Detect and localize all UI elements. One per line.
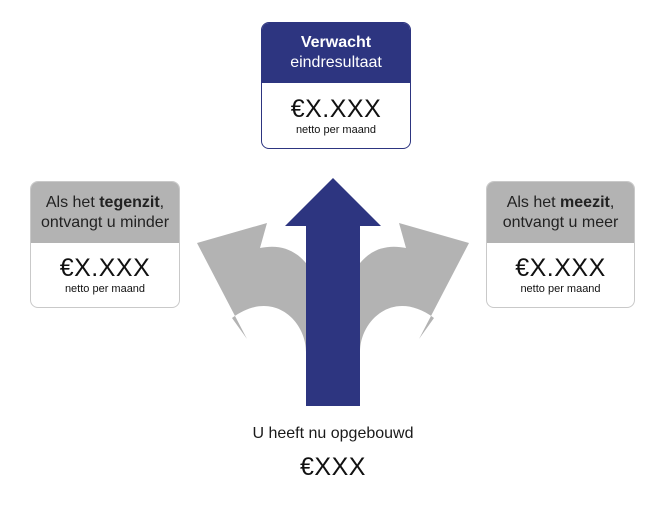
- upside-header: Als het meezit, ontvangt u meer: [487, 182, 634, 243]
- center-arrow: [285, 178, 381, 406]
- upside-line1: Als het meezit,: [507, 193, 615, 213]
- downside-line1-post: ,: [159, 193, 165, 211]
- left-branch-arrow: [197, 223, 340, 406]
- upside-amount: €X.XXX: [515, 254, 606, 282]
- expected-result-header: Verwacht eindresultaat: [262, 23, 410, 83]
- expected-amount: €X.XXX: [290, 94, 382, 123]
- downside-card: Als het tegenzit, ontvangt u minder €X.X…: [30, 181, 180, 308]
- expected-result-body: €X.XXX netto per maand: [262, 83, 410, 148]
- downside-line1-bold: tegenzit: [99, 193, 160, 211]
- expected-title-bold: Verwacht: [300, 34, 372, 51]
- upside-card: Als het meezit, ontvangt u meer €X.XXX n…: [486, 181, 635, 308]
- upside-amount-sub: netto per maand: [520, 283, 601, 295]
- upside-body: €X.XXX netto per maand: [487, 243, 634, 307]
- current-label: U heeft nu opgebouwd: [252, 425, 414, 442]
- downside-header: Als het tegenzit, ontvangt u minder: [31, 182, 179, 243]
- upside-line1-post: ,: [609, 193, 615, 211]
- downside-line1: Als het tegenzit,: [46, 193, 164, 213]
- right-branch-arrow: [326, 223, 469, 406]
- downside-amount: €X.XXX: [59, 254, 151, 282]
- expected-amount-sub: netto per maand: [295, 123, 377, 136]
- expected-result-card: Verwacht eindresultaat €X.XXX netto per …: [261, 22, 411, 149]
- downside-line1-pre: Als het: [45, 193, 100, 211]
- downside-line2: ontvangt u minder: [40, 213, 170, 231]
- upside-line1-bold: meezit: [560, 193, 610, 211]
- upside-line1-pre: Als het: [506, 193, 561, 211]
- current-amount: €XXX: [300, 453, 366, 481]
- downside-amount-sub: netto per maand: [64, 283, 146, 295]
- downside-body: €X.XXX netto per maand: [31, 243, 179, 307]
- expected-title-rest: eindresultaat: [290, 54, 382, 71]
- upside-line2: ontvangt u meer: [502, 213, 619, 231]
